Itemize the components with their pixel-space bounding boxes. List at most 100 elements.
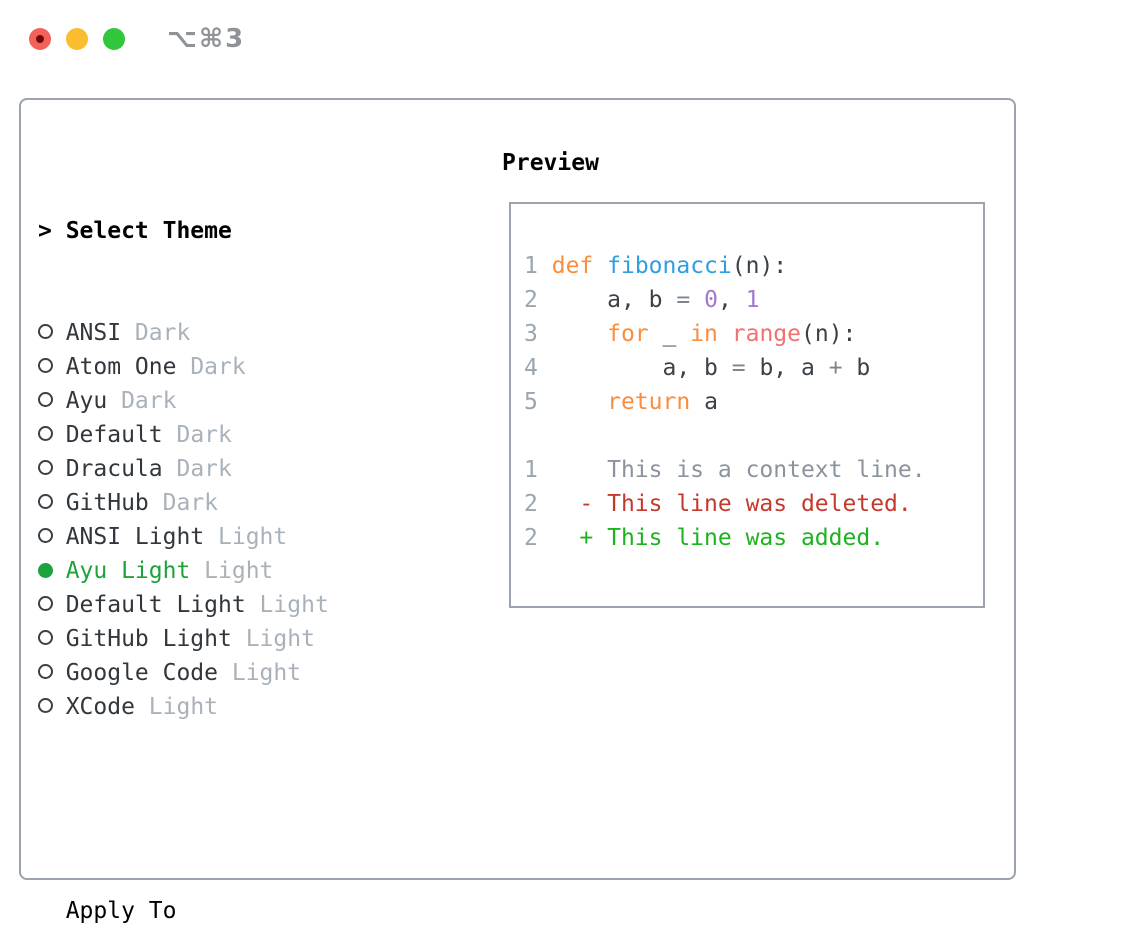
code-segment: (n): [731,253,788,279]
theme-item-ayu-light[interactable]: Ayu Light Light [38,554,426,588]
theme-item-github-light[interactable]: GitHub Light Light [38,622,426,656]
code-segment: in [690,321,718,347]
theme-item-ayu[interactable]: Ayu Dark [38,384,426,418]
code-segment: (n): [801,321,857,347]
code-segment: def [551,253,594,279]
code-segment: + This line was added. [579,525,885,551]
preview-label: Preview [502,150,599,176]
code-segment: = [731,355,746,381]
code-segment: return [607,389,691,415]
option-label: XCode [65,694,135,720]
theme-item-default-light[interactable]: Default Light Light [38,588,426,622]
code-line: 3 for _ in range(n): [524,317,983,351]
option-label: Google Code [65,660,219,686]
code-segment [718,321,732,347]
code-segment [538,253,552,279]
line-number: 2 [524,525,538,551]
radio-unselected-icon [38,520,66,554]
code-line: 1 def fibonacci(n): [524,249,983,283]
code-segment: fibonacci [607,253,732,279]
minimize-button[interactable] [66,28,88,50]
code-segment [593,253,607,279]
code-segment: , [717,287,746,313]
theme-item-atom-one[interactable]: Atom One Dark [38,350,426,384]
radio-unselected-icon [38,588,66,622]
code-segment [538,287,607,313]
close-dot-icon [36,35,44,43]
window-title: ⌥⌘3 [167,24,246,54]
theme-variant-label: Dark [162,422,232,448]
code-line: 4 a, b = b, a + b [524,351,983,385]
close-button[interactable] [29,28,51,50]
code-line: 2 a, b = 0, 1 [524,283,983,317]
code-segment [538,491,580,517]
radio-selected-icon [38,554,66,588]
radio-unselected-icon [38,350,66,384]
radio-unselected-icon [38,486,66,520]
line-number: 4 [524,355,538,381]
code-segment: + [828,355,843,381]
line-number: 3 [524,321,538,347]
theme-item-ansi-light[interactable]: ANSI Light Light [38,520,426,554]
radio-unselected-icon [38,384,66,418]
theme-variant-label: Light [245,592,329,618]
code-line: 5 return a [524,385,983,419]
theme-item-xcode[interactable]: XCode Light [38,690,426,724]
theme-variant-label: Dark [148,490,219,516]
option-label: Ayu Light [65,558,191,584]
radio-unselected-icon [38,622,66,656]
code-segment [690,389,704,415]
line-number: 2 [524,287,538,313]
theme-variant-label: Light [204,524,288,550]
radio-unselected-icon [38,452,66,486]
code-segment: = [676,287,691,313]
code-segment: b, a [745,355,829,381]
code-segment [538,321,607,347]
theme-variant-label: Light [218,660,302,686]
option-label: Default Light [65,592,246,618]
radio-unselected-icon [38,690,66,724]
theme-item-google-code[interactable]: Google Code Light [38,656,426,690]
code-segment: a, b [607,287,677,313]
radio-unselected-icon [38,316,66,350]
theme-variant-label: Dark [162,456,232,482]
option-label: Ayu [65,388,108,414]
code-segment: This is a context line. [537,457,926,483]
code-segment: for [607,321,649,347]
titlebar: ⌥⌘3 [0,0,1140,80]
code-segment [538,525,580,551]
diff-context-line: 1 This is a context line. [524,453,983,487]
code-segment: range [731,321,802,347]
apply-to-header: Apply To [38,894,426,928]
theme-variant-label: Dark [107,388,177,414]
line-number: 1 [524,253,538,279]
option-label: ANSI Light [65,524,205,550]
code-segment [538,355,663,381]
diff-added-line: 2 + This line was added. [524,521,983,555]
code-segment [690,287,704,313]
theme-variant-label: Dark [176,354,246,380]
spacer [38,792,426,826]
code-segment: _ [648,321,691,347]
code-segment [538,389,607,415]
theme-item-ansi[interactable]: ANSI Dark [38,316,426,350]
selection-caret-icon: > [38,218,52,244]
blank-line [524,419,983,453]
radio-unselected-icon [38,418,66,452]
apply-to-title: Apply To [65,898,177,924]
theme-item-default[interactable]: Default Dark [38,418,426,452]
code-segment: 0 [704,287,718,313]
line-number: 2 [524,491,538,517]
code-segment: 1 [745,287,760,313]
theme-item-dracula[interactable]: Dracula Dark [38,452,426,486]
traffic-lights [29,28,125,50]
option-label: Default [65,422,163,448]
code-segment: a, b [662,355,732,381]
theme-item-github[interactable]: GitHub Dark [38,486,426,520]
zoom-button[interactable] [103,28,125,50]
line-number: 5 [524,389,538,415]
theme-variant-label: Light [231,626,315,652]
